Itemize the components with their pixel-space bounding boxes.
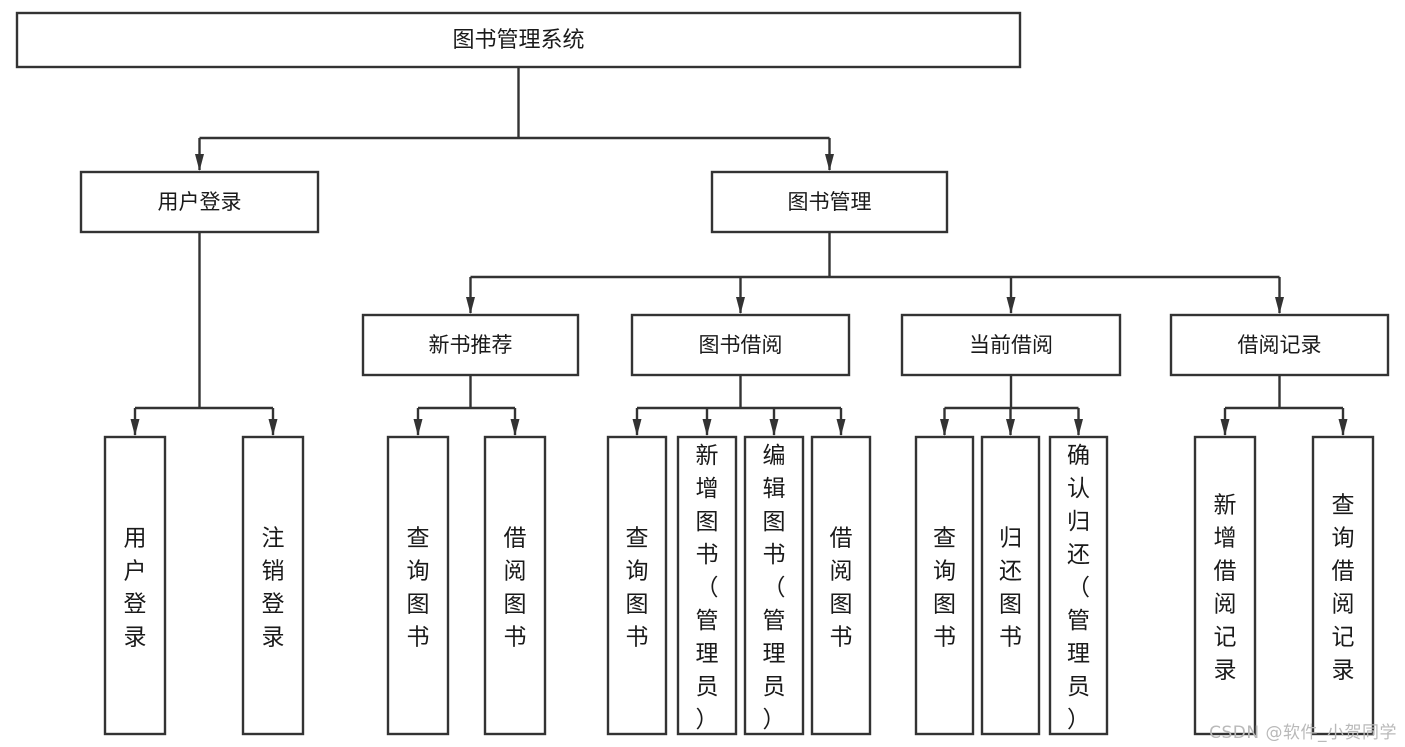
leaf-node-label: 编辑图书（管理员） [763, 443, 786, 733]
arrow-head-icon [769, 419, 779, 436]
level3-node-0-label: 新书推荐 [429, 333, 513, 357]
arrow-head-icon [1338, 419, 1348, 436]
level2-node-1-box[interactable] [710, 170, 949, 234]
leaf-node-label: 查询借阅记录 [1332, 493, 1355, 684]
arrow-head-icon [195, 154, 204, 171]
leaf-node-box[interactable] [606, 435, 668, 736]
arrow-head-icon [940, 419, 949, 436]
leaf-node-label: 新增借阅记录 [1214, 493, 1237, 684]
leaf-node-box[interactable] [241, 435, 305, 736]
watermark-text: CSDN @软件_小贺同学 [1209, 723, 1397, 743]
level3-node-3-box[interactable] [1169, 313, 1390, 377]
arrow-head-icon [466, 297, 475, 314]
leaf-node-box[interactable] [103, 435, 167, 736]
leaf-node-box[interactable] [676, 435, 738, 736]
leaf-node-label: 查询图书 [933, 526, 956, 651]
arrow-head-icon [1006, 419, 1015, 436]
arrow-head-icon [632, 419, 642, 436]
level3-node-2-box[interactable] [900, 313, 1122, 377]
level3-node-3-label: 借阅记录 [1238, 333, 1322, 357]
leaf-node-label: 查询图书 [626, 526, 649, 651]
root-node-box[interactable] [15, 11, 1022, 69]
leaf-node-label: 注销登录 [262, 526, 285, 651]
leaf-node-label: 新增图书（管理员） [696, 443, 719, 733]
leaf-node-label: 确认归还（管理员） [1067, 443, 1090, 733]
arrow-head-icon [702, 419, 712, 436]
leaf-node-label: 归还图书 [999, 526, 1022, 651]
arrow-head-icon [413, 419, 423, 436]
level3-node-1-label: 图书借阅 [699, 333, 783, 357]
arrow-head-icon [1074, 419, 1083, 436]
level2-node-0-box[interactable] [79, 170, 320, 234]
arrow-head-icon [268, 419, 278, 436]
level3-node-2-label: 当前借阅 [969, 333, 1053, 357]
leaf-node-box[interactable] [914, 435, 975, 736]
level2-node-0-label: 用户登录 [158, 190, 242, 214]
arrow-head-icon [130, 419, 140, 436]
level3-node-1-box[interactable] [630, 313, 851, 377]
root-node-label: 图书管理系统 [452, 28, 584, 53]
level3-node-0-box[interactable] [361, 313, 580, 377]
arrow-head-icon [736, 297, 745, 314]
leaf-node-box[interactable] [980, 435, 1041, 736]
leaf-node-box[interactable] [386, 435, 450, 736]
leaf-node-box[interactable] [743, 435, 805, 736]
leaf-node-label: 查询图书 [407, 526, 430, 651]
leaf-node-box[interactable] [1311, 435, 1375, 736]
level2-node-1-label: 图书管理 [788, 190, 872, 214]
arrow-head-icon [1220, 419, 1230, 436]
arrow-head-icon [825, 154, 834, 171]
leaf-node-box[interactable] [483, 435, 547, 736]
arrow-head-icon [836, 419, 846, 436]
leaf-node-box[interactable] [810, 435, 872, 736]
leaf-node-box[interactable] [1048, 435, 1109, 736]
leaf-node-label: 借阅图书 [830, 526, 853, 651]
leaf-node-label: 用户登录 [124, 526, 147, 651]
leaf-node-label: 借阅图书 [504, 526, 527, 651]
arrow-head-icon [510, 419, 520, 436]
arrow-head-icon [1006, 297, 1016, 314]
leaf-node-box[interactable] [1193, 435, 1257, 736]
arrow-head-icon [1275, 297, 1284, 314]
